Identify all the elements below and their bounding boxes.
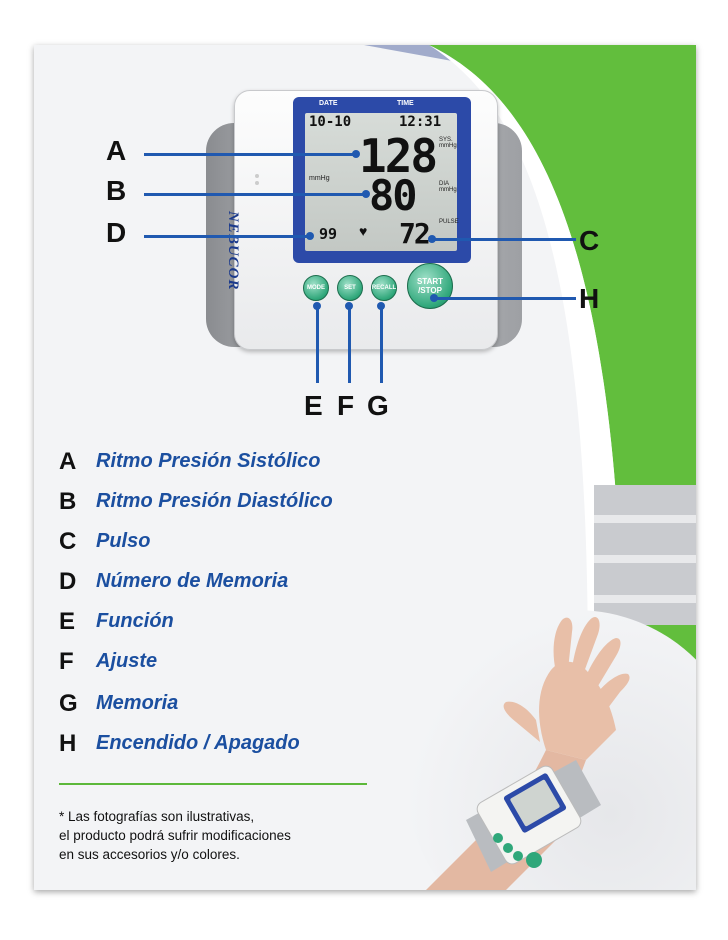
mmhg-label: mmHg <box>309 175 330 182</box>
callout-f: F <box>337 390 355 421</box>
systolic-unit: SYS. mmHg <box>439 137 457 149</box>
legend-text: Función <box>96 610 174 632</box>
mode-button[interactable]: MODE <box>303 275 329 301</box>
legend-letter: E <box>59 608 76 635</box>
product-card: NEBUCOR DATE TIME 10-10 12:31 128 SYS. m… <box>34 45 696 890</box>
set-button[interactable]: SET <box>337 275 363 301</box>
callout-line-a <box>144 153 356 156</box>
legend-letter: D <box>59 568 77 595</box>
callout-b: B <box>106 175 127 206</box>
diastolic-unit: DIA mmHg <box>439 181 457 193</box>
time-value: 12:31 <box>399 114 442 130</box>
callout-h: H <box>579 283 600 314</box>
recall-button[interactable]: RECALL <box>371 275 397 301</box>
callout-dot-f <box>345 302 353 310</box>
callout-dot-h <box>430 294 438 302</box>
wrist-photo <box>406 610 696 890</box>
vent-dots <box>255 171 273 199</box>
callout-dot-e <box>313 302 321 310</box>
disclaimer-line: * Las fotografías son ilustrativas, <box>59 809 255 824</box>
time-label: TIME <box>397 100 414 107</box>
legend-letter: F <box>59 648 74 675</box>
separator-line <box>59 783 367 785</box>
callout-dot-c <box>428 235 436 243</box>
callout-line-c <box>432 238 576 241</box>
diastolic-reading: 80 <box>369 171 418 220</box>
legend-letter: B <box>59 488 77 515</box>
legend-letter: H <box>59 730 77 757</box>
callout-e: E <box>304 390 323 421</box>
callout-line-d <box>144 235 310 238</box>
legend-text: Ajuste <box>96 650 158 672</box>
systolic-reading: 128 <box>359 129 438 183</box>
legend-letter: C <box>59 528 77 555</box>
disclaimer-line: en sus accesorios y/o colores. <box>59 847 240 862</box>
callout-line-g <box>380 307 383 383</box>
date-value: 10-10 <box>309 114 352 130</box>
callout-a: A <box>106 135 127 166</box>
blood-pressure-monitor: NEBUCOR DATE TIME 10-10 12:31 128 SYS. m… <box>225 90 498 350</box>
legend-text: Número de Memoria <box>96 570 289 592</box>
callout-dot-g <box>377 302 385 310</box>
callout-g: G <box>367 390 389 421</box>
legend-letter: G <box>59 690 78 717</box>
memory-number: 99 <box>319 225 338 243</box>
legend-text: Ritmo Presión Sistólico <box>96 450 321 472</box>
heart-icon: ♥ <box>359 223 368 239</box>
callout-dot-d <box>306 232 314 240</box>
callout-line-h <box>434 297 576 300</box>
callout-dot-a <box>352 150 360 158</box>
pulse-unit: PULSE <box>439 219 459 225</box>
callout-d: D <box>106 217 127 248</box>
callout-line-b <box>144 193 366 196</box>
callout-line-f <box>348 307 351 383</box>
brand-logo: NEBUCOR <box>225 211 241 291</box>
callout-dot-b <box>362 190 370 198</box>
callout-c: C <box>579 225 600 256</box>
start-stop-button[interactable]: START /STOP <box>407 263 453 309</box>
disclaimer: * Las fotografías son ilustrativas, el p… <box>59 807 291 864</box>
date-label: DATE <box>319 100 338 107</box>
callout-line-e <box>316 307 319 383</box>
legend-text: Ritmo Presión Diastólico <box>96 490 333 512</box>
legend-text: Encendido / Apagado <box>96 732 300 754</box>
legend-letter: A <box>59 448 77 475</box>
legend-text: Memoria <box>96 692 179 714</box>
disclaimer-line: el producto podrá sufrir modificaciones <box>59 828 291 843</box>
legend-text: Pulso <box>96 530 151 552</box>
pulse-reading: 72 <box>399 217 431 250</box>
lcd-display: 10-10 12:31 128 SYS. mmHg mmHg 80 DIA mm… <box>305 113 459 251</box>
lcd-frame: DATE TIME 10-10 12:31 128 SYS. mmHg mmHg… <box>293 97 471 263</box>
